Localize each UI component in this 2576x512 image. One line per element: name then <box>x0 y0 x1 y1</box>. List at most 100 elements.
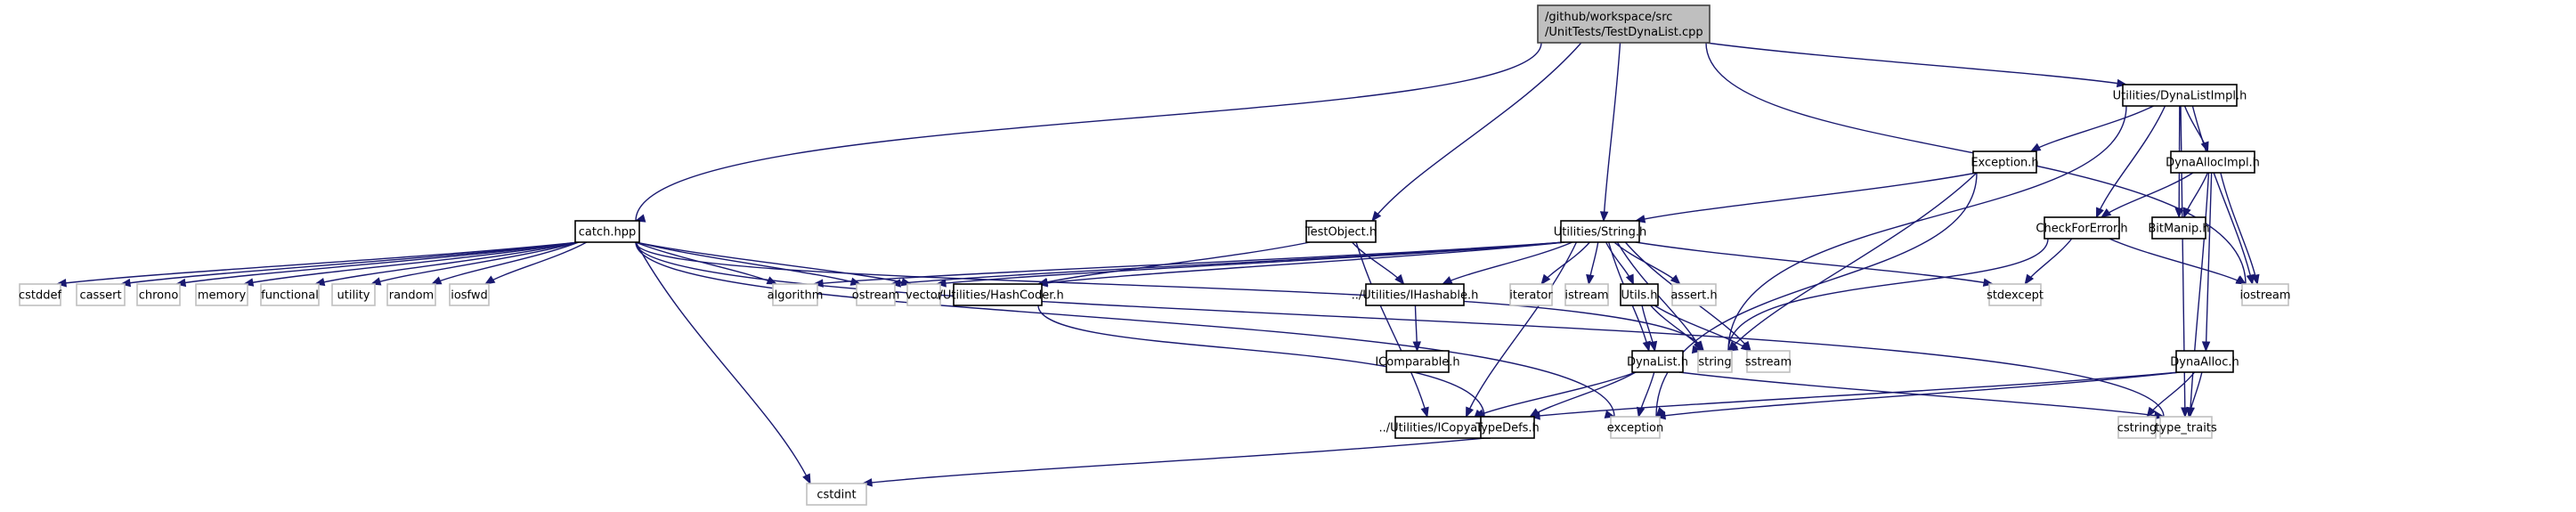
node-label: ../Utilities/HashCoder.h <box>931 289 1064 303</box>
node-label: TestObject.h <box>1304 226 1377 240</box>
node-typedefs[interactable]: TypeDefs.h <box>1475 416 1540 439</box>
node-label: Utilities/String.h <box>1554 226 1646 240</box>
arrowhead-icon <box>2029 142 2042 152</box>
node-box <box>1480 416 1535 439</box>
node-label: stdexcept <box>1987 289 2044 303</box>
edge-string-h-to-assert-h <box>1613 241 1681 285</box>
node-string-h[interactable]: Utilities/String.h <box>1554 220 1646 243</box>
edge-catch-to-cstdint <box>635 241 811 484</box>
arrowhead-icon <box>861 478 873 487</box>
node-iterator: iterator <box>1509 283 1553 306</box>
node-label: /UnitTests/TestDynaList.cpp <box>1545 26 1703 39</box>
node-exception: exception <box>1607 416 1664 439</box>
edge-root-to-catch <box>635 42 1542 222</box>
node-box <box>1394 416 1491 439</box>
node-ihashable[interactable]: ../Utilities/IHashable.h <box>1352 283 1479 306</box>
node-box <box>574 220 640 243</box>
edge-dynalistimpl-to-exception-h <box>2030 105 2154 152</box>
node-box <box>1620 283 1659 306</box>
edge-checkforerror-to-iostream <box>2109 238 2247 285</box>
arrowhead-icon <box>1694 340 1705 353</box>
node-label: iostream <box>2239 289 2290 303</box>
node-dynalist[interactable]: DynaList.h <box>1627 350 1688 373</box>
edge-catch-to-string <box>635 241 1702 352</box>
arrowhead-icon <box>1420 406 1429 419</box>
node-root[interactable]: /github/workspace/src/UnitTests/TestDyna… <box>1537 4 1711 44</box>
arrowhead-icon <box>484 275 496 285</box>
node-label: ../Utilities/IHashable.h <box>1352 289 1479 303</box>
edge-dynalist-to-type-traits <box>1678 371 2165 418</box>
arrowhead-icon <box>1441 276 1453 285</box>
arrowhead-icon <box>802 473 811 485</box>
node-icopyable[interactable]: ../Utilities/ICopyable.h <box>1379 416 1507 439</box>
nodes-layer: /github/workspace/src/UnitTests/TestDyna… <box>19 4 2291 506</box>
edge-string-h-to-ihashable <box>1442 241 1573 285</box>
node-box <box>76 283 126 306</box>
edge-string-h-to-icopyable <box>1465 241 1578 418</box>
node-label: istream <box>1564 289 1608 303</box>
edge-dynaalloc-to-typedefs <box>1530 371 2181 418</box>
node-checkforerror[interactable]: CheckForError.h <box>2036 216 2128 240</box>
node-vector: vector <box>906 283 943 306</box>
edge-catch-to-ostream <box>635 241 861 285</box>
node-label: iosfwd <box>451 289 488 303</box>
edge-checkforerror-to-stdexcept <box>2024 238 2073 285</box>
node-exception-h[interactable]: Exception.h <box>1971 150 2039 174</box>
node-memory: memory <box>195 283 248 306</box>
arrowhead-icon <box>2146 406 2157 419</box>
arrowhead-icon <box>2174 207 2183 219</box>
node-box <box>1988 283 2042 306</box>
node-box <box>1305 220 1377 243</box>
node-box <box>136 283 181 306</box>
node-bitmanip[interactable]: BitManip.h <box>2148 216 2210 240</box>
edge-catch-to-utility <box>370 241 580 285</box>
edge-string-h-to-string <box>1616 241 1702 352</box>
arrowhead-icon <box>2251 273 2260 286</box>
node-dynaallocimpl[interactable]: DynaAllocImpl.h <box>2166 150 2260 174</box>
node-testobject[interactable]: TestObject.h <box>1304 220 1377 243</box>
node-chrono: chrono <box>136 283 181 306</box>
node-assert-h: assert.h <box>1670 283 1718 306</box>
edge-catch-to-memory <box>243 241 580 285</box>
arrowhead-icon <box>1642 340 1651 353</box>
node-hashcoder[interactable]: ../Utilities/HashCoder.h <box>931 283 1064 306</box>
arrowhead-icon <box>2181 407 2190 419</box>
node-label: exception <box>1607 422 1664 435</box>
node-label: DynaAllocImpl.h <box>2166 157 2260 170</box>
node-catch[interactable]: catch.hpp <box>574 220 640 243</box>
node-box <box>1610 416 1661 439</box>
node-istream: istream <box>1564 283 1609 306</box>
arrowhead-icon <box>55 279 67 288</box>
arrowhead-icon <box>2100 207 2112 218</box>
edge-dynalistimpl-to-checkforerror <box>2095 105 2166 218</box>
node-box <box>1697 350 1733 373</box>
node-dynalistimpl[interactable]: Utilities/DynaListImpl.h <box>2113 84 2247 107</box>
edge-testobject-to-hashcoder <box>1037 241 1311 285</box>
node-cstddef: cstddef <box>19 283 61 306</box>
node-dynaalloc[interactable]: DynaAlloc.h <box>2170 350 2239 373</box>
node-box <box>1746 350 1791 373</box>
node-label: DynaList.h <box>1627 356 1688 370</box>
node-box <box>1560 220 1640 243</box>
node-label: Utils.h <box>1621 289 1658 303</box>
node-label: functional <box>261 289 319 303</box>
node-box <box>1365 283 1465 306</box>
node-box <box>856 283 896 306</box>
arrowhead-icon <box>1540 273 1551 286</box>
edge-testobject-to-icopyable <box>1355 241 1428 418</box>
node-utils[interactable]: Utils.h <box>1620 283 1659 306</box>
node-box <box>386 283 436 306</box>
arrowhead-icon <box>2201 341 2211 353</box>
node-label: BitManip.h <box>2148 223 2209 236</box>
node-label: ostream <box>852 289 900 303</box>
edge-catch-to-chrono <box>175 241 580 285</box>
edge-dynaallocimpl-to-type-traits <box>2189 172 2210 418</box>
node-icomparable[interactable]: IComparable.h <box>1375 350 1460 373</box>
node-iosfwd: iosfwd <box>449 283 490 306</box>
arrowhead-icon <box>1599 211 1609 223</box>
arrowhead-icon <box>1529 411 1540 420</box>
edge-root-to-string-h <box>1603 42 1621 222</box>
node-label: algorithm <box>768 289 824 303</box>
edge-catch-to-exception <box>635 241 1615 418</box>
arrowhead-icon <box>890 279 901 288</box>
